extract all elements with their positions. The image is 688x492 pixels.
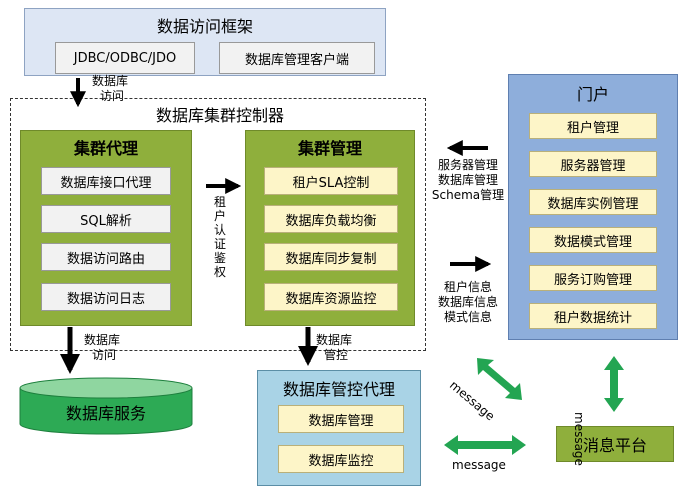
top-db-access-label-1: 数据库 — [92, 74, 129, 88]
portal-title: 门户 — [576, 85, 609, 104]
cluster-controller-frame — [10, 98, 426, 351]
top-db-access-label-2: 访问 — [100, 89, 125, 103]
proxy-item-access-log: 数据访问日志 — [41, 283, 171, 311]
cluster-proxy-panel: 集群代理 数据库接口代理 SQL解析 数据访问路由 数据访问日志 — [20, 130, 192, 326]
proxy-item-routing: 数据访问路由 — [41, 243, 171, 271]
portal-item-data-schema: 数据模式管理 — [529, 227, 657, 253]
mgmt-to-portal-label-1: 租户信息 — [443, 280, 492, 294]
proxy-item-interface: 数据库接口代理 — [41, 167, 171, 195]
cluster-mgmt-panel: 集群管理 租户SLA控制 数据库负载均衡 数据库同步复制 数据库资源监控 — [245, 130, 415, 326]
agent-item-db-monitor: 数据库监控 — [278, 445, 404, 473]
db-mgmt-agent-title: 数据库管控代理 — [282, 380, 395, 399]
db-control-label-2: 管控 — [324, 348, 349, 362]
green-arrow-diagonal — [477, 358, 522, 400]
db-mgmt-agent-panel: 数据库管控代理 数据库管理 数据库监控 — [257, 370, 421, 486]
portal-item-service-order: 服务订购管理 — [529, 265, 657, 291]
db-mgmt-client-box: 数据库管理客户端 — [219, 42, 375, 74]
green-arrow-vertical — [604, 356, 624, 412]
db-access-label-2: 访问 — [92, 348, 117, 362]
portal-item-tenant-stats: 租户数据统计 — [529, 303, 657, 329]
data-access-framework-title: 数据访问框架 — [156, 17, 253, 36]
proxy-item-sql-parse: SQL解析 — [41, 205, 171, 233]
db-service-title: 数据库服务 — [65, 404, 146, 423]
message-platform-title: 消息平台 — [582, 436, 647, 455]
cluster-proxy-title: 集群代理 — [73, 139, 138, 158]
message-label-diagonal: message — [447, 378, 498, 424]
cluster-mgmt-title: 集群管理 — [297, 139, 362, 158]
portal-to-mgmt-label-2: 数据库管理 — [437, 173, 498, 187]
jdbc-odbc-jdo-box: JDBC/ODBC/JDO — [55, 42, 195, 74]
message-label-vertical: message — [572, 412, 586, 466]
data-access-framework: 数据访问框架 JDBC/ODBC/JDO 数据库管理客户端 — [24, 8, 386, 76]
mgmt-to-portal-label-2: 数据库信息 — [437, 295, 498, 309]
cluster-controller-title: 数据库集群控制器 — [155, 106, 284, 125]
mgmt-item-sync-replication: 数据库同步复制 — [264, 243, 398, 271]
portal-to-mgmt-label-1: 服务器管理 — [437, 158, 498, 172]
mgmt-item-load-balance: 数据库负载均衡 — [264, 205, 398, 233]
mgmt-to-portal-label-3: 模式信息 — [443, 310, 492, 324]
tenant-auth-label: 租户认 证鉴权 — [213, 195, 226, 279]
portal-item-db-instance: 数据库实例管理 — [529, 189, 657, 215]
portal-to-mgmt-label-3: Schema管理 — [431, 188, 505, 202]
db-control-label-1: 数据库 — [316, 333, 353, 347]
portal-item-tenant: 租户管理 — [529, 113, 657, 139]
agent-item-db-mgmt: 数据库管理 — [278, 405, 404, 433]
mgmt-item-sla: 租户SLA控制 — [264, 167, 398, 195]
portal-item-server: 服务器管理 — [529, 151, 657, 177]
message-platform-box: 消息平台 — [556, 426, 674, 462]
message-label-horizontal: message — [452, 458, 506, 472]
portal-panel: 门户 租户管理 服务器管理 数据库实例管理 数据模式管理 服务订购管理 租户数据… — [508, 74, 678, 340]
mgmt-item-resource-monitor: 数据库资源监控 — [264, 283, 398, 311]
green-arrow-horizontal — [444, 435, 526, 455]
db-access-label-1: 数据库 — [84, 333, 121, 347]
